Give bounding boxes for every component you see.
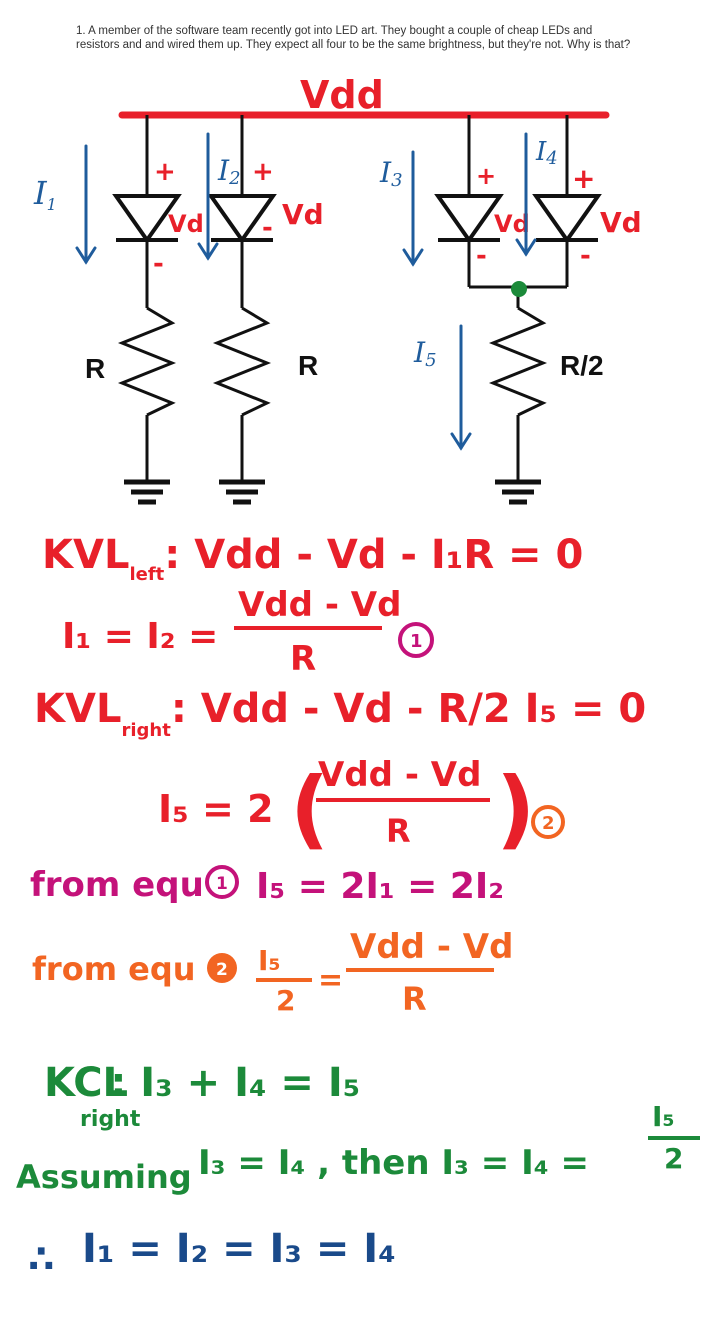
minus-sign-2: -	[262, 213, 273, 243]
current-label-4: I4	[535, 137, 558, 169]
ground-2	[219, 479, 265, 505]
paren-left: (	[290, 759, 329, 859]
equation-tag-1: 1	[410, 631, 423, 652]
branch-3-4	[434, 115, 602, 480]
work-i5-lhs: I₅ = 2	[158, 787, 274, 831]
work-kvl-left: KVLleft: Vdd - Vd - I₁R = 0	[42, 532, 583, 585]
plus-sign-4: +	[572, 162, 595, 195]
work-from-equ-2-den: R	[402, 980, 427, 1018]
work-assuming-den: 2	[664, 1142, 683, 1175]
current-arrow-2	[197, 132, 219, 261]
node-dot	[511, 281, 527, 297]
equation-tag-1-circle	[398, 622, 434, 658]
work-i5-den: R	[386, 812, 411, 850]
plus-sign-2: +	[252, 157, 274, 187]
work-i5-half-num: I₅	[258, 944, 281, 977]
current-arrow-5	[450, 324, 472, 451]
plus-sign-1: +	[154, 157, 176, 187]
equation-tag-2-circle	[531, 805, 565, 839]
minus-sign-3: -	[476, 241, 487, 271]
work-from-equ-2-prefix: from equ	[32, 950, 196, 988]
resistor-label-1: R	[85, 353, 105, 384]
vd-label-2: Vd	[282, 198, 324, 231]
work-assuming-prefix: Assuming	[16, 1158, 192, 1196]
equals-sign-orange: =	[318, 963, 343, 998]
plus-sign-3: +	[476, 162, 496, 190]
current-label-3: I3	[379, 156, 403, 191]
vd-label-1: Vd	[168, 210, 204, 238]
equation-ref-1: 1	[216, 874, 228, 894]
equation-ref-2-circle	[207, 953, 237, 983]
current-arrow-3	[402, 150, 424, 267]
equation-ref-2: 2	[216, 960, 228, 980]
vdd-label: Vdd	[300, 73, 384, 117]
work-from-equ-1-prefix: from equ	[30, 865, 204, 905]
vd-label-4: Vd	[600, 206, 642, 239]
current-arrow-4	[515, 132, 537, 257]
ground-3	[495, 479, 541, 505]
work-i1-i2-den: R	[290, 639, 316, 679]
current-label-1: I1	[33, 174, 57, 214]
question-text: 1. A member of the software team recentl…	[76, 25, 631, 51]
work-assuming-mid: I₃ = I₄ , then I₃ = I₄ =	[198, 1143, 589, 1183]
equation-tag-2: 2	[542, 813, 555, 834]
work-conclusion: I₁ = I₂ = I₃ = I₄	[82, 1226, 396, 1272]
branch-2	[207, 115, 277, 480]
vd-label-3: Vd	[494, 210, 530, 238]
current-label-5: I5	[413, 336, 437, 371]
work-kvl-right: KVLright: Vdd - Vd - R/2 I₅ = 0	[34, 686, 646, 741]
therefore-symbol: ∴	[28, 1237, 54, 1281]
current-label-2: I2	[217, 154, 241, 189]
resistor-label-3: R/2	[560, 350, 604, 381]
equation-ref-1-circle	[205, 865, 239, 899]
current-arrow-1	[75, 144, 97, 265]
work-i1-i2-num: Vdd - Vd	[238, 585, 401, 625]
work-i5-half-den: 2	[276, 984, 295, 1017]
minus-sign-1: -	[153, 249, 164, 279]
resistor-label-2: R	[298, 350, 318, 381]
work-from-equ-2-num: Vdd - Vd	[350, 927, 513, 967]
work-assuming-num: I₅	[652, 1100, 675, 1133]
work-i1-i2-lhs: I₁ = I₂ =	[62, 616, 218, 657]
work-from-equ-1-rest: I₅ = 2I₁ = 2I₂	[256, 866, 504, 907]
ground-1	[124, 479, 170, 505]
minus-sign-4: -	[580, 241, 591, 271]
work-i5-num: Vdd - Vd	[318, 755, 481, 795]
branch-1	[112, 115, 182, 480]
paren-right: )	[496, 759, 535, 859]
